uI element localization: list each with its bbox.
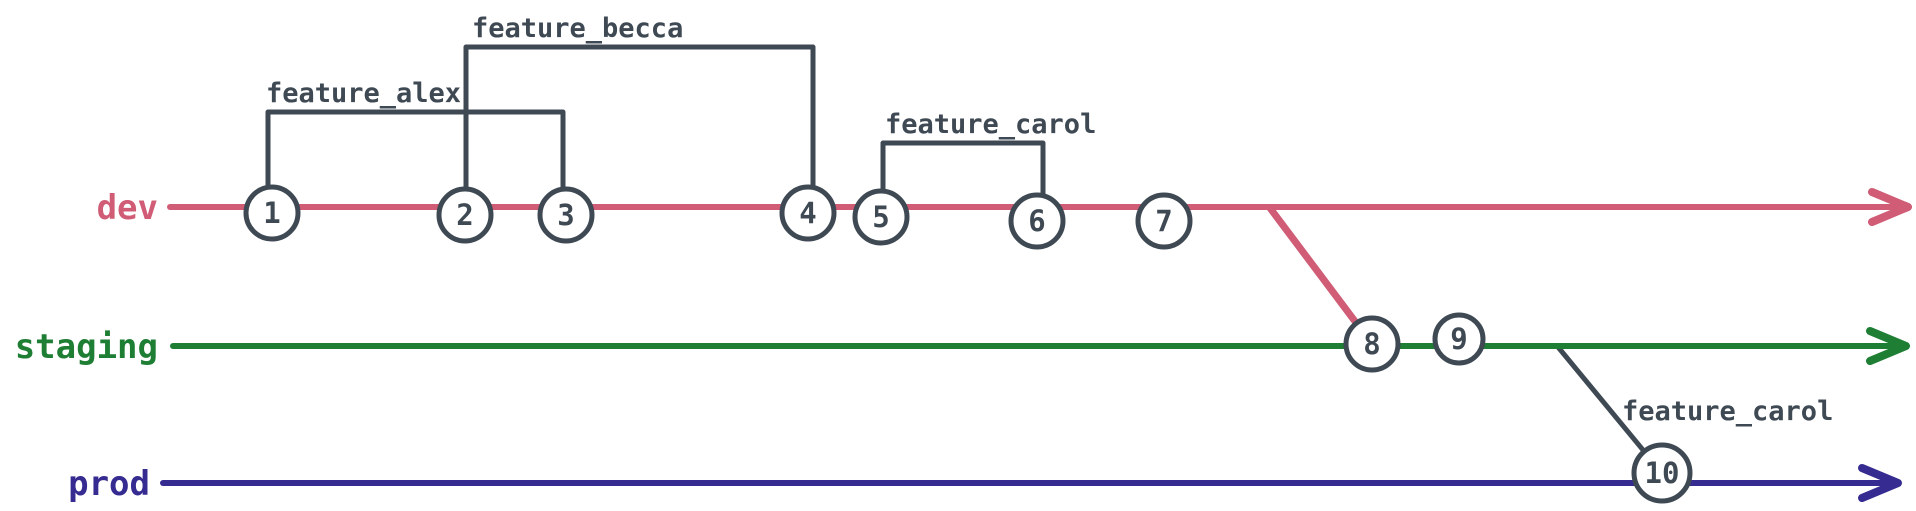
commit-number-6: 6 xyxy=(1028,204,1045,238)
commit-node-4 xyxy=(779,184,837,242)
commit-node-8 xyxy=(1343,315,1401,373)
commit-number-10: 10 xyxy=(1645,456,1680,490)
commit-node-2 xyxy=(436,186,494,244)
commit-number-5: 5 xyxy=(872,200,889,234)
branch-label-staging: staging xyxy=(15,327,158,367)
commit-number-3: 3 xyxy=(557,198,574,232)
branch-label-dev: dev xyxy=(97,188,158,228)
commit-number-7: 7 xyxy=(1155,204,1172,238)
commit-number-4: 4 xyxy=(799,196,816,230)
commit-number-2: 2 xyxy=(456,198,473,232)
feature-branch-label: feature_alex xyxy=(266,78,461,109)
feature-bracket-feature_carol xyxy=(880,140,1046,224)
feature-branch-label: feature_carol xyxy=(885,109,1096,140)
commit-node-10 xyxy=(1631,442,1693,504)
commit-node-7 xyxy=(1135,192,1193,250)
commit-node-5 xyxy=(852,188,910,246)
commit-node-9 xyxy=(1432,312,1486,366)
arrow-right-icon-staging xyxy=(1866,327,1910,365)
commit-number-1: 1 xyxy=(263,196,280,230)
commit-node-6 xyxy=(1008,192,1066,250)
feature-branch-label: feature_becca xyxy=(472,13,683,44)
branch-label-prod: prod xyxy=(68,464,150,504)
merge-feature-label: feature_carol xyxy=(1622,396,1833,427)
commit-node-3 xyxy=(537,186,595,244)
commit-number-8: 8 xyxy=(1363,327,1380,361)
arrow-right-icon-prod xyxy=(1858,464,1902,502)
feature-bracket-feature_becca xyxy=(463,44,816,218)
commit-number-9: 9 xyxy=(1450,322,1467,356)
feature-bracket-feature_alex xyxy=(265,109,566,218)
commit-node-1 xyxy=(243,184,301,242)
arrow-right-icon-dev xyxy=(1868,188,1912,226)
